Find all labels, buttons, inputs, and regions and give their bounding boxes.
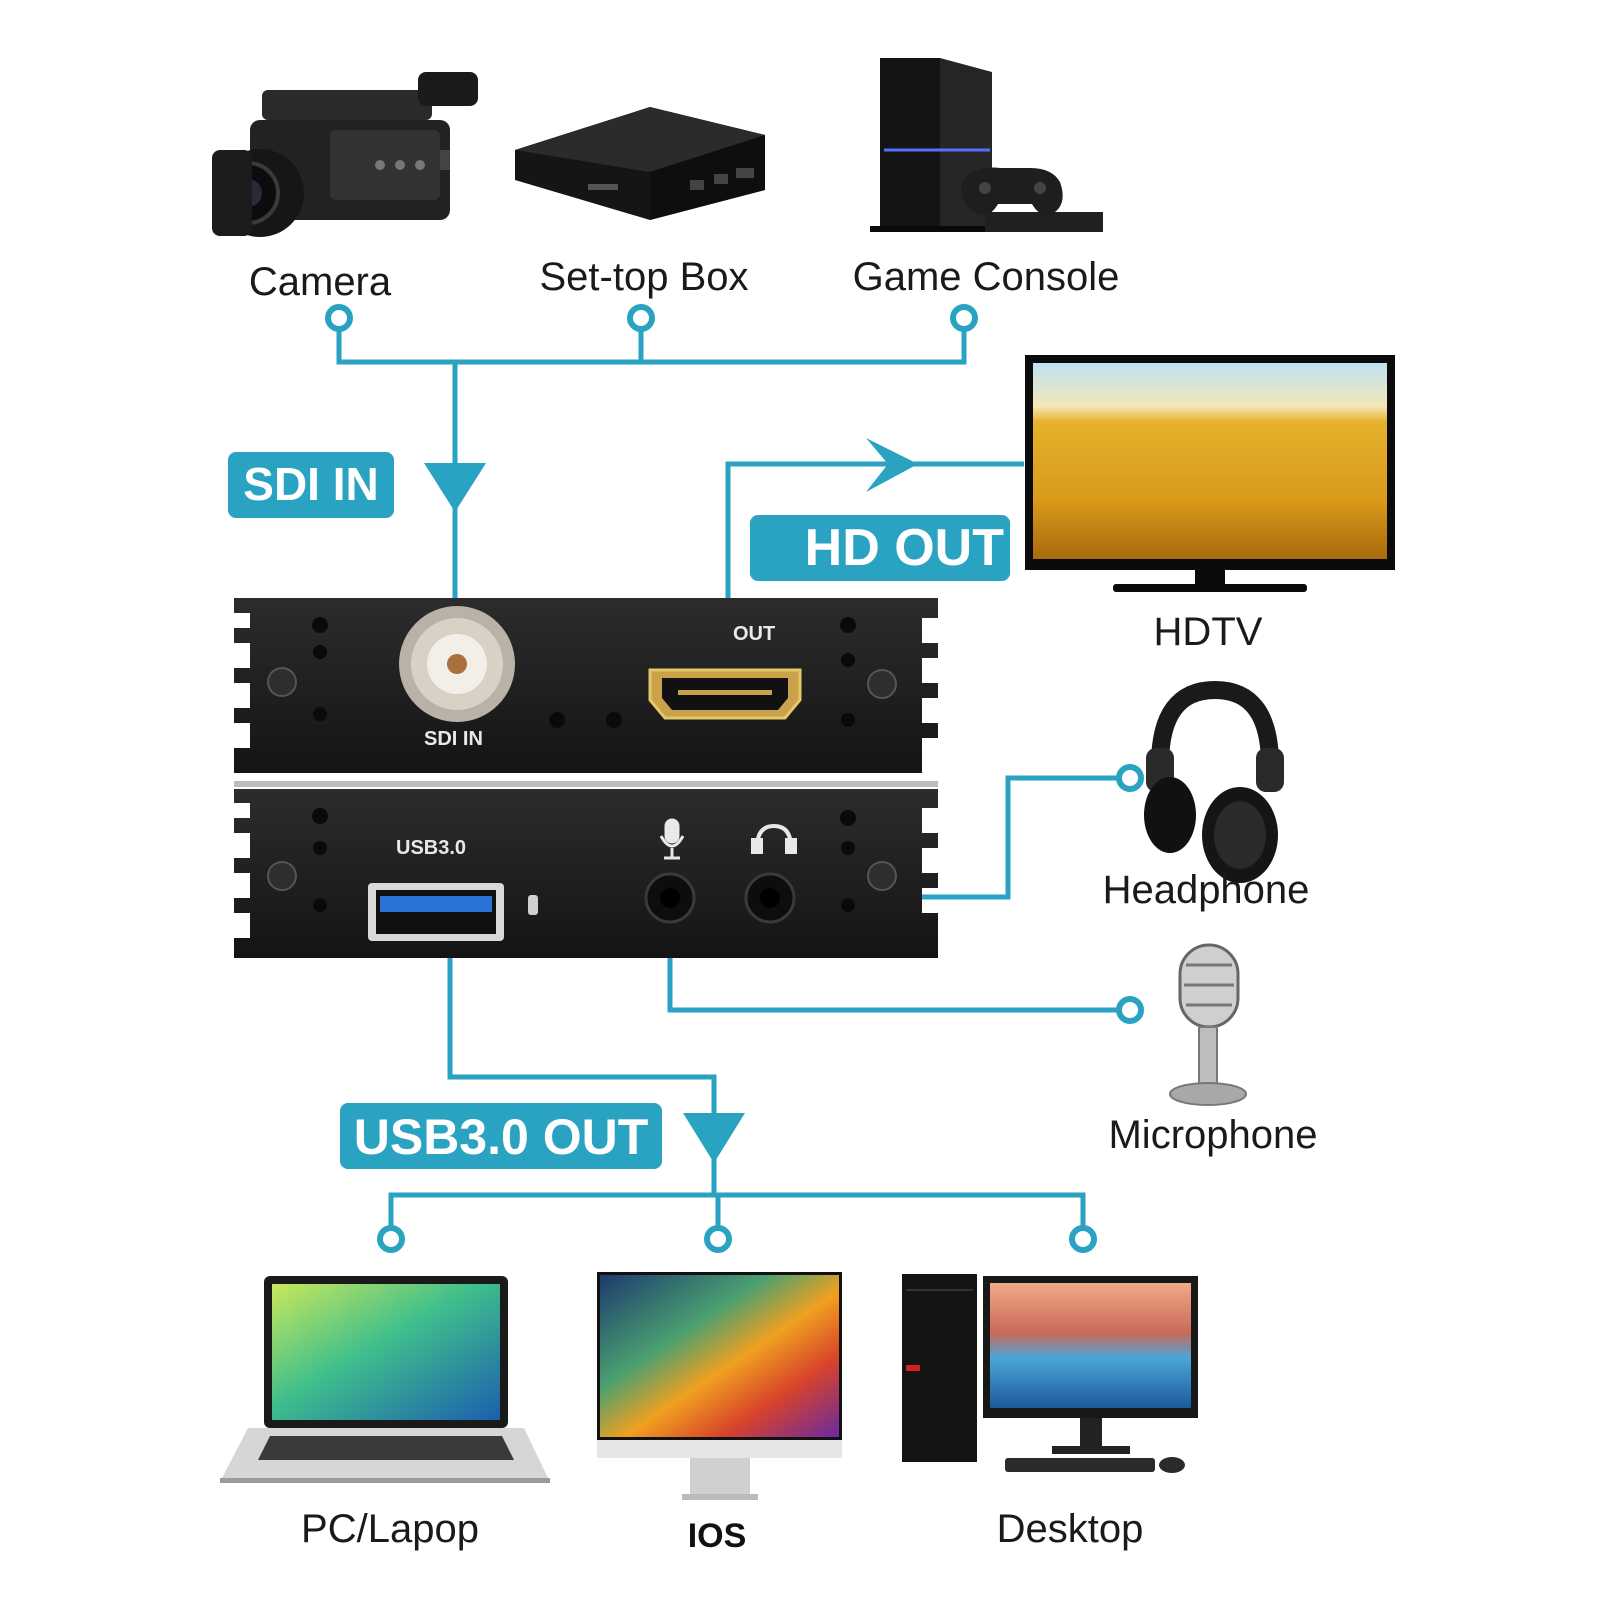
bottom-panel: USB3.0 xyxy=(234,781,938,958)
sdi-in-arrow xyxy=(424,463,486,512)
imac-icon xyxy=(597,1272,842,1500)
hdtv-label: HDTV xyxy=(1154,610,1263,654)
camera-icon xyxy=(212,72,478,237)
out-port-label: OUT xyxy=(733,623,775,645)
settop-label: Set-top Box xyxy=(539,255,748,299)
capture-device: OUT SDI IN xyxy=(234,598,938,958)
sdi-bnc-connector xyxy=(399,606,515,722)
headphone-label: Headphone xyxy=(1103,868,1310,912)
ios-label: IOS xyxy=(688,1517,747,1555)
usb-port-label: USB3.0 xyxy=(396,837,466,859)
arrowheads xyxy=(424,438,918,1163)
game-console-icon xyxy=(870,58,1103,232)
microphone-label: Microphone xyxy=(1108,1113,1317,1157)
sdi-in-badge: SDI IN xyxy=(228,452,394,518)
microphone-icon xyxy=(1169,943,1247,1106)
hd-out-arrow xyxy=(866,438,918,492)
desktop-pc-icon xyxy=(902,1274,1198,1473)
camera-connector xyxy=(325,304,353,332)
top-panel: OUT SDI IN xyxy=(234,598,938,773)
laptop-connector xyxy=(377,1225,405,1253)
headphone-connector xyxy=(1116,764,1144,792)
settop-box-icon xyxy=(515,107,765,220)
sdi-in-badge-label: SDI IN xyxy=(243,458,378,510)
hdmi-port xyxy=(648,668,802,720)
target-bus-line xyxy=(388,1192,1086,1228)
source-bus-line xyxy=(336,330,967,365)
desktop-label: Desktop xyxy=(997,1507,1144,1551)
ios-connector xyxy=(704,1225,732,1253)
settop-connector xyxy=(627,304,655,332)
camera-label: Camera xyxy=(249,260,392,304)
laptop-icon xyxy=(220,1276,550,1483)
usb-out-badge: USB3.0 OUT xyxy=(340,1103,662,1169)
usb-out-arrow xyxy=(683,1113,745,1163)
console-connector xyxy=(950,304,978,332)
mic-jack-icon xyxy=(659,818,685,860)
hdtv-icon xyxy=(1025,355,1395,592)
sdi-in-port-label: SDI IN xyxy=(424,728,483,750)
headphone-jack-icon xyxy=(751,823,797,854)
laptop-label: PC/Lapop xyxy=(301,1507,479,1551)
hd-out-badge-label: HD OUT xyxy=(805,519,1005,577)
usb-out-badge-label: USB3.0 OUT xyxy=(354,1109,649,1165)
desktop-connector xyxy=(1069,1225,1097,1253)
usb3-port xyxy=(368,883,504,941)
hd-out-badge: HD OUT xyxy=(750,515,1010,581)
connector-dots xyxy=(325,304,1144,1253)
microphone-connector xyxy=(1116,996,1144,1024)
headphone-icon xyxy=(1144,680,1284,883)
console-label: Game Console xyxy=(853,255,1120,299)
